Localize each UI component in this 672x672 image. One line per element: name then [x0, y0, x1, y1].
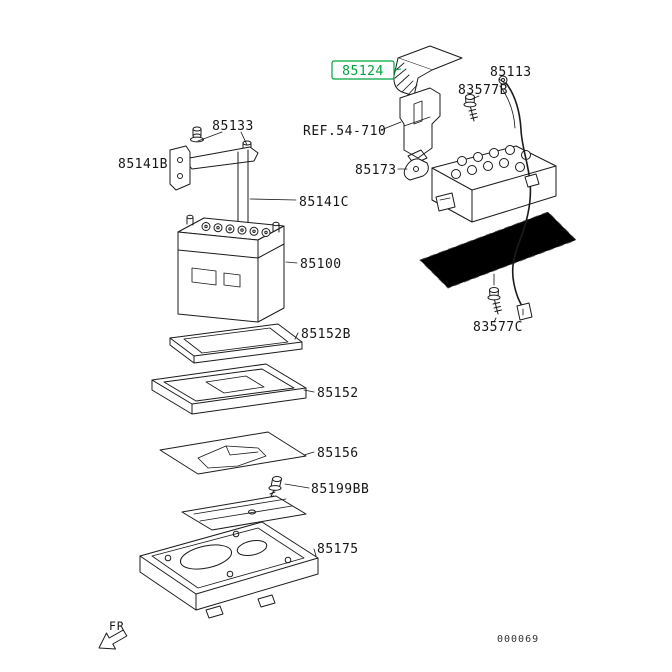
label-85113[interactable]: 85113: [490, 65, 532, 80]
label-85141c[interactable]: 85141C: [299, 195, 349, 210]
label-85100[interactable]: 85100: [300, 257, 342, 272]
leader-lines: [197, 78, 507, 557]
protector-sheet-85156: [159, 431, 307, 475]
label-85133[interactable]: 85133: [212, 119, 254, 134]
label-85199bb[interactable]: 85199BB: [311, 482, 369, 497]
clamp-85173: [403, 158, 429, 181]
label-85152b[interactable]: 85152B: [301, 327, 351, 342]
fr-arrow-icon: [98, 629, 128, 650]
insulator-pad-85152b: [169, 323, 303, 364]
battery-cell-caps: [201, 222, 271, 237]
label-85156[interactable]: 85156: [317, 446, 359, 461]
label-83577b[interactable]: 83577B: [458, 83, 508, 98]
ghost-battery-outline: [419, 211, 577, 289]
highlight-leader: [393, 68, 402, 71]
battery-front-sticker: [191, 267, 241, 288]
label-85173[interactable]: 85173: [355, 163, 397, 178]
hold-down-clamp-bar: [183, 146, 259, 170]
label-ref-54-710[interactable]: REF.54-710: [303, 124, 386, 139]
sheet-code: 000069: [497, 634, 539, 645]
support-bracket-plate: [181, 495, 307, 531]
fr-label: FR: [109, 619, 125, 633]
bracket-ref-54-710: [399, 87, 441, 165]
label-83577c[interactable]: 83577C: [473, 320, 523, 335]
hatch-shading: [394, 62, 418, 96]
battery-cable-85113: [498, 75, 540, 321]
highlighted-label-85124[interactable]: 85124: [331, 60, 402, 80]
bracket-85141b: [169, 145, 191, 191]
battery-terminals: [186, 214, 280, 233]
label-85124[interactable]: 85124: [342, 64, 384, 79]
fr-orientation-marker: FR: [98, 619, 128, 650]
battery-tray-support-85175: [139, 521, 319, 619]
label-85152[interactable]: 85152: [317, 386, 359, 401]
fuse-box-terminals: [451, 145, 531, 179]
label-85141b[interactable]: 85141B: [118, 157, 168, 172]
bolt-83577b: [463, 94, 478, 122]
terminal-cover-85124: [393, 45, 463, 105]
battery-85100: [177, 214, 285, 323]
part-labels: 85124 85113 83577B 85133 REF.54-710 8514…: [118, 60, 532, 557]
label-85175[interactable]: 85175: [317, 542, 359, 557]
bolt-83577c: [487, 273, 502, 315]
battery-tray-85152: [151, 363, 307, 415]
